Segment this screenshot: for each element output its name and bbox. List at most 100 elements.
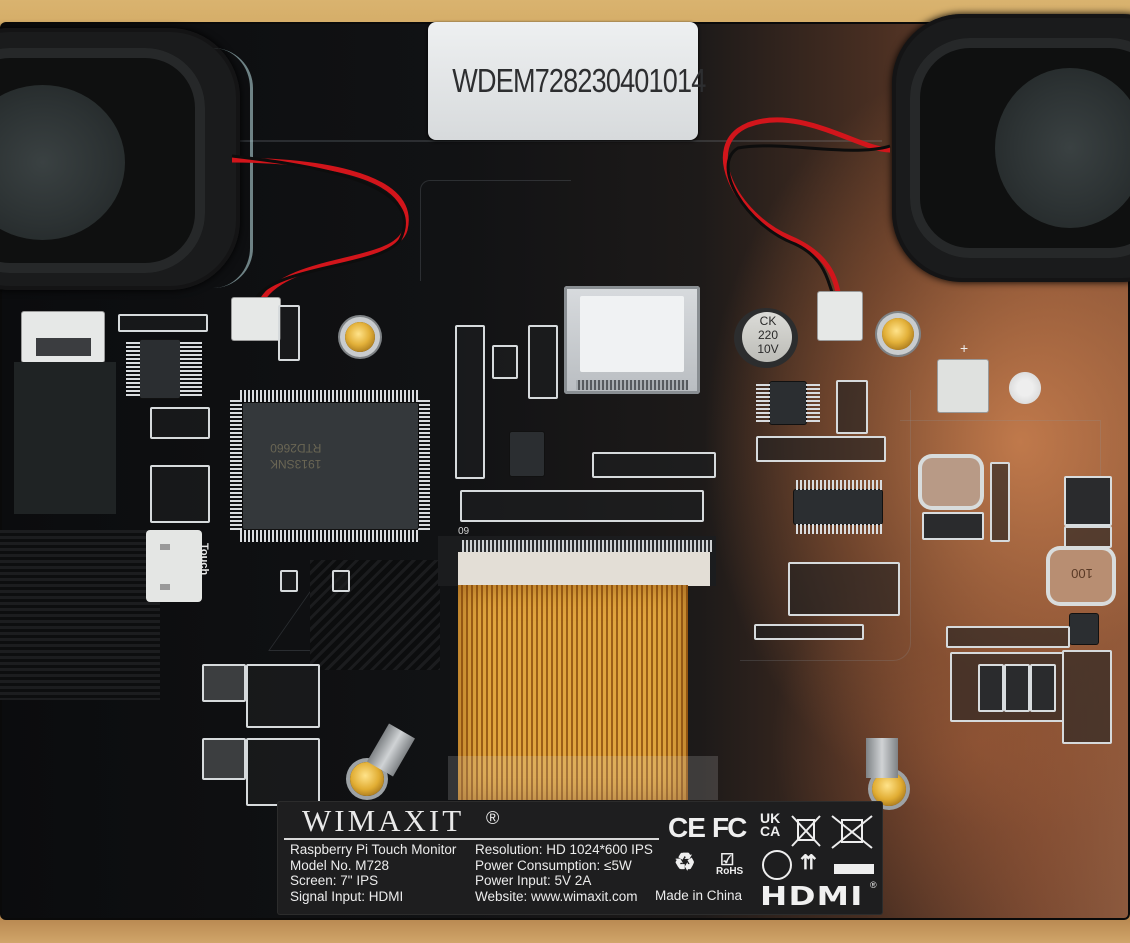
pcb-trace [900, 420, 1101, 481]
ic-pins [180, 342, 202, 398]
main-chip-pins-right [418, 400, 430, 532]
chip-marking-line: RTD2660 [270, 441, 322, 455]
rohs-check-icon: ☑ [720, 852, 735, 869]
capacitor-column [990, 462, 1010, 542]
main-chip-marking: 1913SNK RTD2660 [270, 440, 321, 472]
left-speaker-bracket [190, 48, 253, 288]
label-divider [284, 838, 659, 840]
diode [922, 512, 984, 540]
chip-marking-line: 1913SNK [270, 457, 322, 471]
resistor-column [528, 325, 558, 399]
display-ribbon-cable [458, 585, 688, 800]
clover-silkscreen-icon [1008, 368, 1042, 408]
touch-usb-port[interactable] [146, 530, 202, 602]
mosfet [978, 664, 1004, 712]
spec-signal: Signal Input: HDMI [290, 888, 404, 904]
cap-line: 10V [757, 342, 779, 356]
resistor-array [150, 465, 210, 523]
recycle-icon: ♻ [674, 849, 696, 876]
inductor-upper [922, 458, 980, 506]
small-ic [510, 432, 544, 476]
hdmi-port-opening [580, 296, 684, 372]
main-chip-pins-bottom [240, 530, 420, 542]
rohs-mark: RoHS [716, 866, 744, 877]
ic-pins [756, 384, 770, 422]
main-chip-pins-left [230, 400, 242, 532]
pcb-trace [420, 180, 571, 281]
pcb-ground-hatch [0, 530, 160, 700]
spec-power-consumption: Power Consumption: ≤5W [475, 857, 632, 873]
weee-bar-icon [834, 864, 874, 874]
sot-regulator [1070, 614, 1098, 644]
hdmi-pins [576, 380, 688, 390]
connector-pads [278, 305, 300, 361]
spec-website: Website: www.wimaxit.com [475, 888, 638, 904]
resistor-array [118, 314, 208, 332]
main-scaler-chip [243, 403, 418, 529]
spec-resolution: Resolution: HD 1024*600 IPS [475, 842, 653, 857]
passive-cluster [246, 738, 320, 806]
brand-name: WIMAXIT [302, 803, 465, 838]
fcc-mark-icon: FC [712, 812, 747, 843]
inductor-100 [1050, 550, 1112, 602]
fpc-pin-marking: 60 [458, 524, 470, 535]
ffc-connector-slot [36, 338, 91, 356]
ic-chip-small [140, 340, 180, 398]
spec-power-input: Power Input: 5V 2A [475, 873, 592, 888]
serial-number-sticker: WDEM728230401014 [428, 22, 706, 140]
resistor-row [756, 436, 886, 462]
screw-left [345, 322, 375, 352]
polarity-plus: + [960, 340, 969, 356]
ic-pins [806, 384, 820, 422]
brand-registered-mark: ® [486, 808, 500, 828]
resistor-row [592, 452, 716, 478]
inductor-small [202, 664, 246, 702]
hdmi-logo: HDMI [760, 882, 864, 912]
capacitor-row [946, 626, 1070, 648]
capacitor-smd [332, 570, 350, 592]
usb-pin [160, 584, 170, 590]
no-dispose-icon [762, 850, 792, 880]
pcb-diagonal-traces [310, 560, 440, 670]
mosfet [1004, 664, 1030, 712]
made-in-china: Made in China [655, 888, 743, 903]
fpc-latch[interactable] [458, 552, 710, 586]
specs-left: Raspberry Pi Touch Monitor Model No. M72… [290, 842, 456, 904]
resistor-column [455, 325, 485, 479]
passive-cluster [788, 562, 900, 616]
specs-right: Resolution: HD 1024*600 IPS Power Consum… [475, 842, 653, 904]
fpc-pins [462, 540, 712, 552]
diode-pair [1064, 476, 1112, 526]
this-way-up-icon: ⇈ [800, 852, 817, 874]
power-connector [938, 360, 988, 412]
ribbon-stiffener [448, 756, 718, 800]
hdmi-registered-mark: ® [870, 880, 877, 890]
serial-number: WDEM728230401014 [452, 62, 706, 99]
passive-cluster [1062, 650, 1112, 744]
resistor-row [754, 624, 864, 640]
capacitor-marking: CK 220 10V [748, 314, 788, 356]
ukca-top: UK [760, 810, 781, 826]
inductor-small [202, 738, 246, 780]
screw-right [882, 318, 914, 350]
cap-line: 220 [757, 328, 779, 342]
weee-bin-icon [791, 815, 821, 847]
pcb-trace [240, 140, 882, 142]
passive-cluster [246, 664, 320, 728]
ukca-mark-icon: UK CA [760, 810, 781, 839]
spec-model: Model No. M728 [290, 857, 390, 873]
main-chip-pins-top [240, 390, 420, 402]
right-speaker-cone [995, 68, 1130, 228]
led-component [492, 345, 518, 379]
resistor-row [460, 490, 704, 522]
pcb-trace [740, 390, 911, 661]
mosfet [1030, 664, 1056, 712]
spec-screen: Screen: 7" IPS [290, 873, 379, 888]
ce-mark-icon: CE [668, 812, 706, 843]
ic-pins [796, 524, 882, 534]
cap-line: CK [759, 314, 777, 328]
ukca-bottom: CA [760, 823, 781, 839]
black-tape [14, 362, 116, 514]
ic-soic-8 [770, 382, 806, 424]
